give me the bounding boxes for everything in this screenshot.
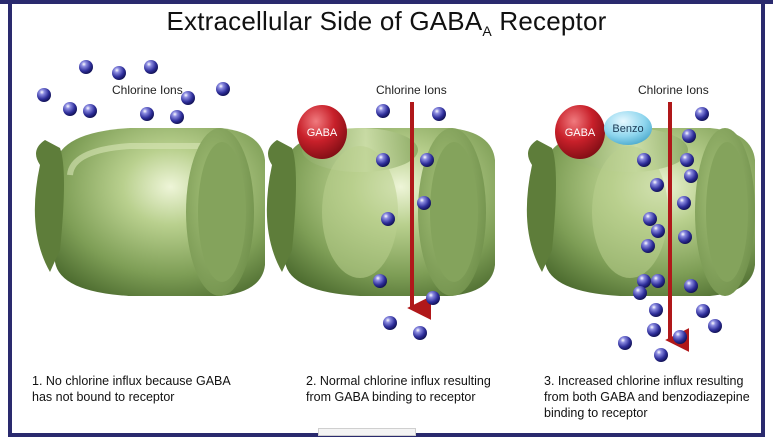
panel-1-ion-label: Chlorine Ions [112,83,183,97]
chloride-ion-sphere-icon [650,178,664,192]
panel-2-caption: 2. Normal chlorine influx resulting from… [306,374,491,404]
chloride-ion-sphere-icon [651,224,665,238]
panel-1-ions [37,60,230,124]
chloride-ion-sphere-icon [677,196,691,210]
chloride-ion-sphere-icon [181,91,195,105]
panel-3-gaba-label: GABA [565,127,596,139]
chloride-ion-sphere-icon [649,303,663,317]
chloride-ion-sphere-icon [673,330,687,344]
panel-2-ion-label: Chlorine Ions [376,83,447,97]
chloride-ion-sphere-icon [678,230,692,244]
panel-3-gaba-ligand: GABA [555,105,605,159]
chloride-ion-sphere-icon [170,110,184,124]
panel-1-caption: 1. No chlorine influx because GABA has n… [32,374,231,404]
chloride-ion-sphere-icon [112,66,126,80]
chloride-ion-sphere-icon [376,153,390,167]
panel-3-caption: 3. Increased chlorine influx resulting f… [544,374,750,420]
chloride-ion-sphere-icon [383,316,397,330]
chloride-ion-sphere-icon [633,286,647,300]
chloride-ion-sphere-icon [216,82,230,96]
title-suffix: Receptor [491,6,607,36]
chloride-ion-sphere-icon [680,153,694,167]
chloride-ion-sphere-icon [696,304,710,318]
chloride-ion-sphere-icon [651,274,665,288]
bottom-scrollbar[interactable] [318,428,416,436]
panel-3-ion-label: Chlorine Ions [638,83,709,97]
panel-3-ions [618,107,722,362]
chloride-ion-sphere-icon [647,323,661,337]
chloride-ion-sphere-icon [37,88,51,102]
chloride-ion-sphere-icon [695,107,709,121]
chloride-ion-sphere-icon [426,291,440,305]
panel-2-ions [373,104,446,340]
panel-2-gaba-ligand: GABA [297,105,347,159]
chloride-ion-sphere-icon [376,104,390,118]
chloride-ion-sphere-icon [83,104,97,118]
receptor-3 [526,128,755,296]
chloride-ion-sphere-icon [413,326,427,340]
chloride-ion-sphere-icon [641,239,655,253]
chloride-ion-sphere-icon [381,212,395,226]
chloride-ion-sphere-icon [420,153,434,167]
chloride-ion-sphere-icon [654,348,668,362]
chloride-ion-sphere-icon [682,129,696,143]
panel-2-gaba-label: GABA [307,127,338,139]
panel-3-benzo-ligand: Benzo [604,111,652,145]
panel-3-benzo-label: Benzo [612,123,643,135]
chloride-ion-sphere-icon [708,319,722,333]
title-subscript: A [482,23,492,40]
chloride-ion-sphere-icon [79,60,93,74]
chloride-ion-sphere-icon [637,274,651,288]
chloride-ion-sphere-icon [417,196,431,210]
chloride-ion-sphere-icon [684,169,698,183]
chloride-ion-sphere-icon [684,279,698,293]
chloride-ion-sphere-icon [140,107,154,121]
chloride-ion-sphere-icon [63,102,77,116]
figure-title: Extracellular Side of GABAA Receptor [0,6,773,39]
chloride-ion-sphere-icon [432,107,446,121]
chloride-ion-sphere-icon [373,274,387,288]
receptor-1 [34,128,265,296]
chloride-ion-sphere-icon [637,153,651,167]
receptor-2 [266,128,495,296]
chloride-ion-sphere-icon [643,212,657,226]
chloride-ion-sphere-icon [618,336,632,350]
title-main: Extracellular Side of GABA [166,6,483,36]
chloride-ion-sphere-icon [144,60,158,74]
